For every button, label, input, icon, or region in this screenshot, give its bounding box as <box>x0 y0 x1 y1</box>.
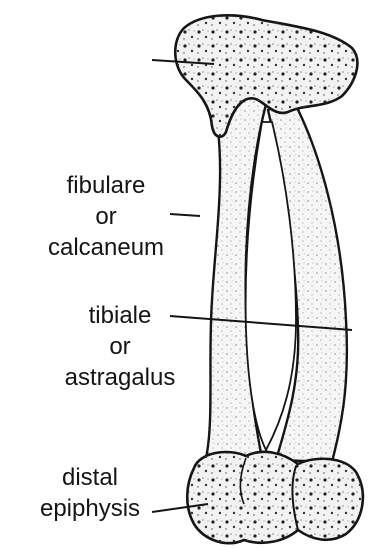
label-distal-epiphysis: distal epiphysis <box>26 462 154 524</box>
label-line: tibiale <box>40 300 200 331</box>
label-line: or <box>36 201 176 232</box>
label-line: distal <box>26 462 154 493</box>
label-fibulare-or-calcaneum: fibulare or calcaneum <box>36 170 176 263</box>
label-line: astragalus <box>40 362 200 393</box>
label-line: fibulare <box>36 170 176 201</box>
label-line: epiphysis <box>26 493 154 524</box>
label-line: or <box>40 331 200 362</box>
label-tibiale-or-astragalus: tibiale or astragalus <box>40 300 200 393</box>
label-line: calcaneum <box>36 232 176 263</box>
